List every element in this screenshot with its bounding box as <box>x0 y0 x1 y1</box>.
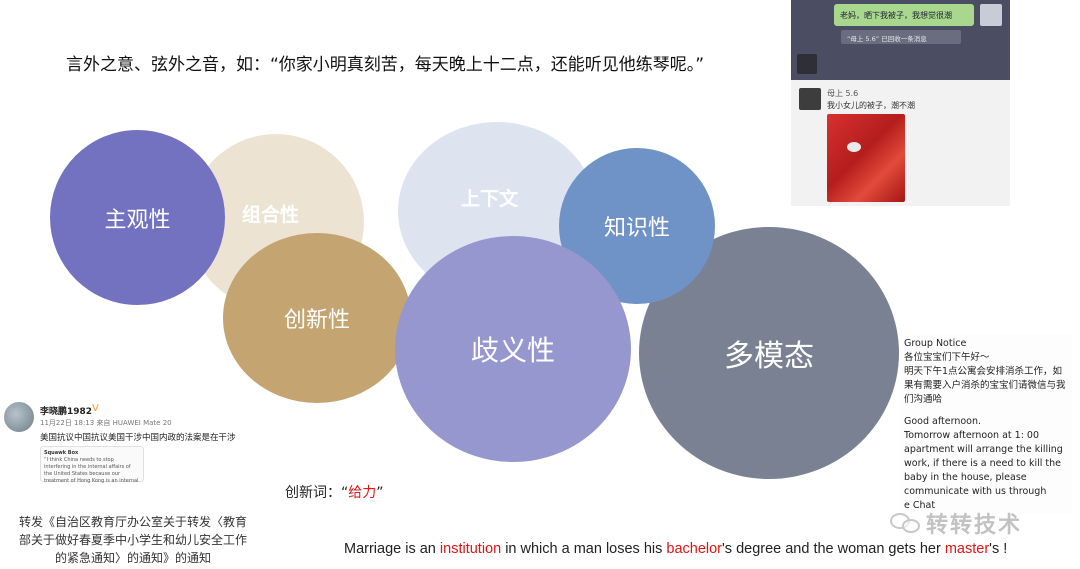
avatar <box>799 88 821 110</box>
intro-quote: 言外之意、弦外之音，如：“你家小明真刻苦，每天晚上十二点，还能听见他练琴呢。” <box>66 55 705 75</box>
verified-v-icon: V <box>92 403 99 414</box>
photo-detail <box>847 142 861 152</box>
chat-sender-name: 母上 5.6 <box>827 89 859 98</box>
notice-en-line: Tomorrow afternoon at 1: 00 apartment wi… <box>904 430 1063 497</box>
notice-en-line: e Chat <box>904 500 936 511</box>
avatar <box>797 54 817 74</box>
joke-text: in which a man loses his <box>501 541 667 557</box>
card-handle: Squawk Box <box>44 450 79 456</box>
weibo-quoted-card: Squawk Box “I think China needs to stop … <box>40 446 144 484</box>
chat-screenshot: 老妈，晒下我被子，我想觉很潮 “母上 5.6” 已回收一条消息 母上 5.6 我… <box>791 0 1010 206</box>
chat-system-note: “母上 5.6” 已回收一条消息 <box>841 30 961 44</box>
group-notice: Group Notice 各位宝宝们下午好～ 明天下午1点公寓会安排消杀工作，如… <box>900 334 1072 514</box>
circle-label: 组合性 <box>242 204 300 226</box>
joke-keyword: master <box>944 541 990 557</box>
watermark-text: 转转技术 <box>926 513 1023 538</box>
weibo-username: 李晓鹏1982 <box>40 407 93 417</box>
avatar <box>4 402 34 432</box>
joke-text: 's ! <box>989 541 1008 557</box>
circle-label: 多模态 <box>724 339 814 374</box>
new-word-example: 创新词：“给力” <box>285 482 384 502</box>
circle-label: 知识性 <box>603 216 670 241</box>
chat-photo <box>827 114 905 202</box>
chat-message: 我小女儿的被子，潮不潮 <box>827 101 915 110</box>
card-text: “I think China needs to stop interfering… <box>44 457 139 484</box>
chat-bubble-sent: 老妈，晒下我被子，我想觉很潮 <box>834 4 974 26</box>
joke-keyword: bachelor <box>666 541 723 557</box>
notice-title: Group Notice <box>904 338 967 349</box>
document-title: 转发《自治区教育厅办公室关于转发〈教育部关于做好春夏季中小学生和幼儿安全工作的紧… <box>18 515 247 565</box>
joke-text: 's degree and the woman gets her <box>722 541 945 557</box>
joke-keyword: institution <box>439 541 502 557</box>
weibo-meta: 11月22日 18:13 来自 HUAWEI Mate 20 <box>40 419 172 427</box>
weibo-text: 美国抗议中国抗议美国干涉中国内政的法案是在干涉 <box>40 433 236 443</box>
circle-label: 歧义性 <box>470 334 555 367</box>
joke-text: Marriage is an <box>344 541 440 557</box>
new-word-prefix: 创新词： <box>285 485 341 501</box>
new-word-close-quote: ” <box>376 485 384 501</box>
chat-dark-section: 老妈，晒下我被子，我想觉很潮 “母上 5.6” 已回收一条消息 <box>791 0 1010 80</box>
marriage-joke: Marriage is an institution in which a ma… <box>344 541 1007 557</box>
notice-en-line: Good afternoon. <box>904 416 982 427</box>
circle-label: 创新性 <box>283 308 350 333</box>
chat-light-section: 母上 5.6 我小女儿的被子，潮不潮 <box>791 80 1010 206</box>
circle-subjectivity: 主观性 <box>50 130 225 305</box>
new-word: 给力 <box>348 485 377 501</box>
weibo-post: 李晓鹏1982 V 11月22日 18:13 来自 HUAWEI Mate 20… <box>0 392 244 484</box>
watermark: 转转技术 <box>890 507 1022 539</box>
new-word-open-quote: “ <box>341 485 349 501</box>
circle-label: 主观性 <box>104 207 171 233</box>
circle-label: 上下文 <box>461 188 519 210</box>
notice-zh-line: 各位宝宝们下午好～ <box>904 352 990 363</box>
notice-zh-line: 明天下午1点公寓会安排消杀工作，如果有需要入户消杀的宝宝们请微信与我们沟通哈 <box>904 366 1066 405</box>
wechat-icon <box>890 511 922 535</box>
circle-ambiguity: 歧义性 <box>395 236 631 462</box>
avatar <box>980 4 1002 26</box>
circle-innovation: 创新性 <box>223 233 411 403</box>
